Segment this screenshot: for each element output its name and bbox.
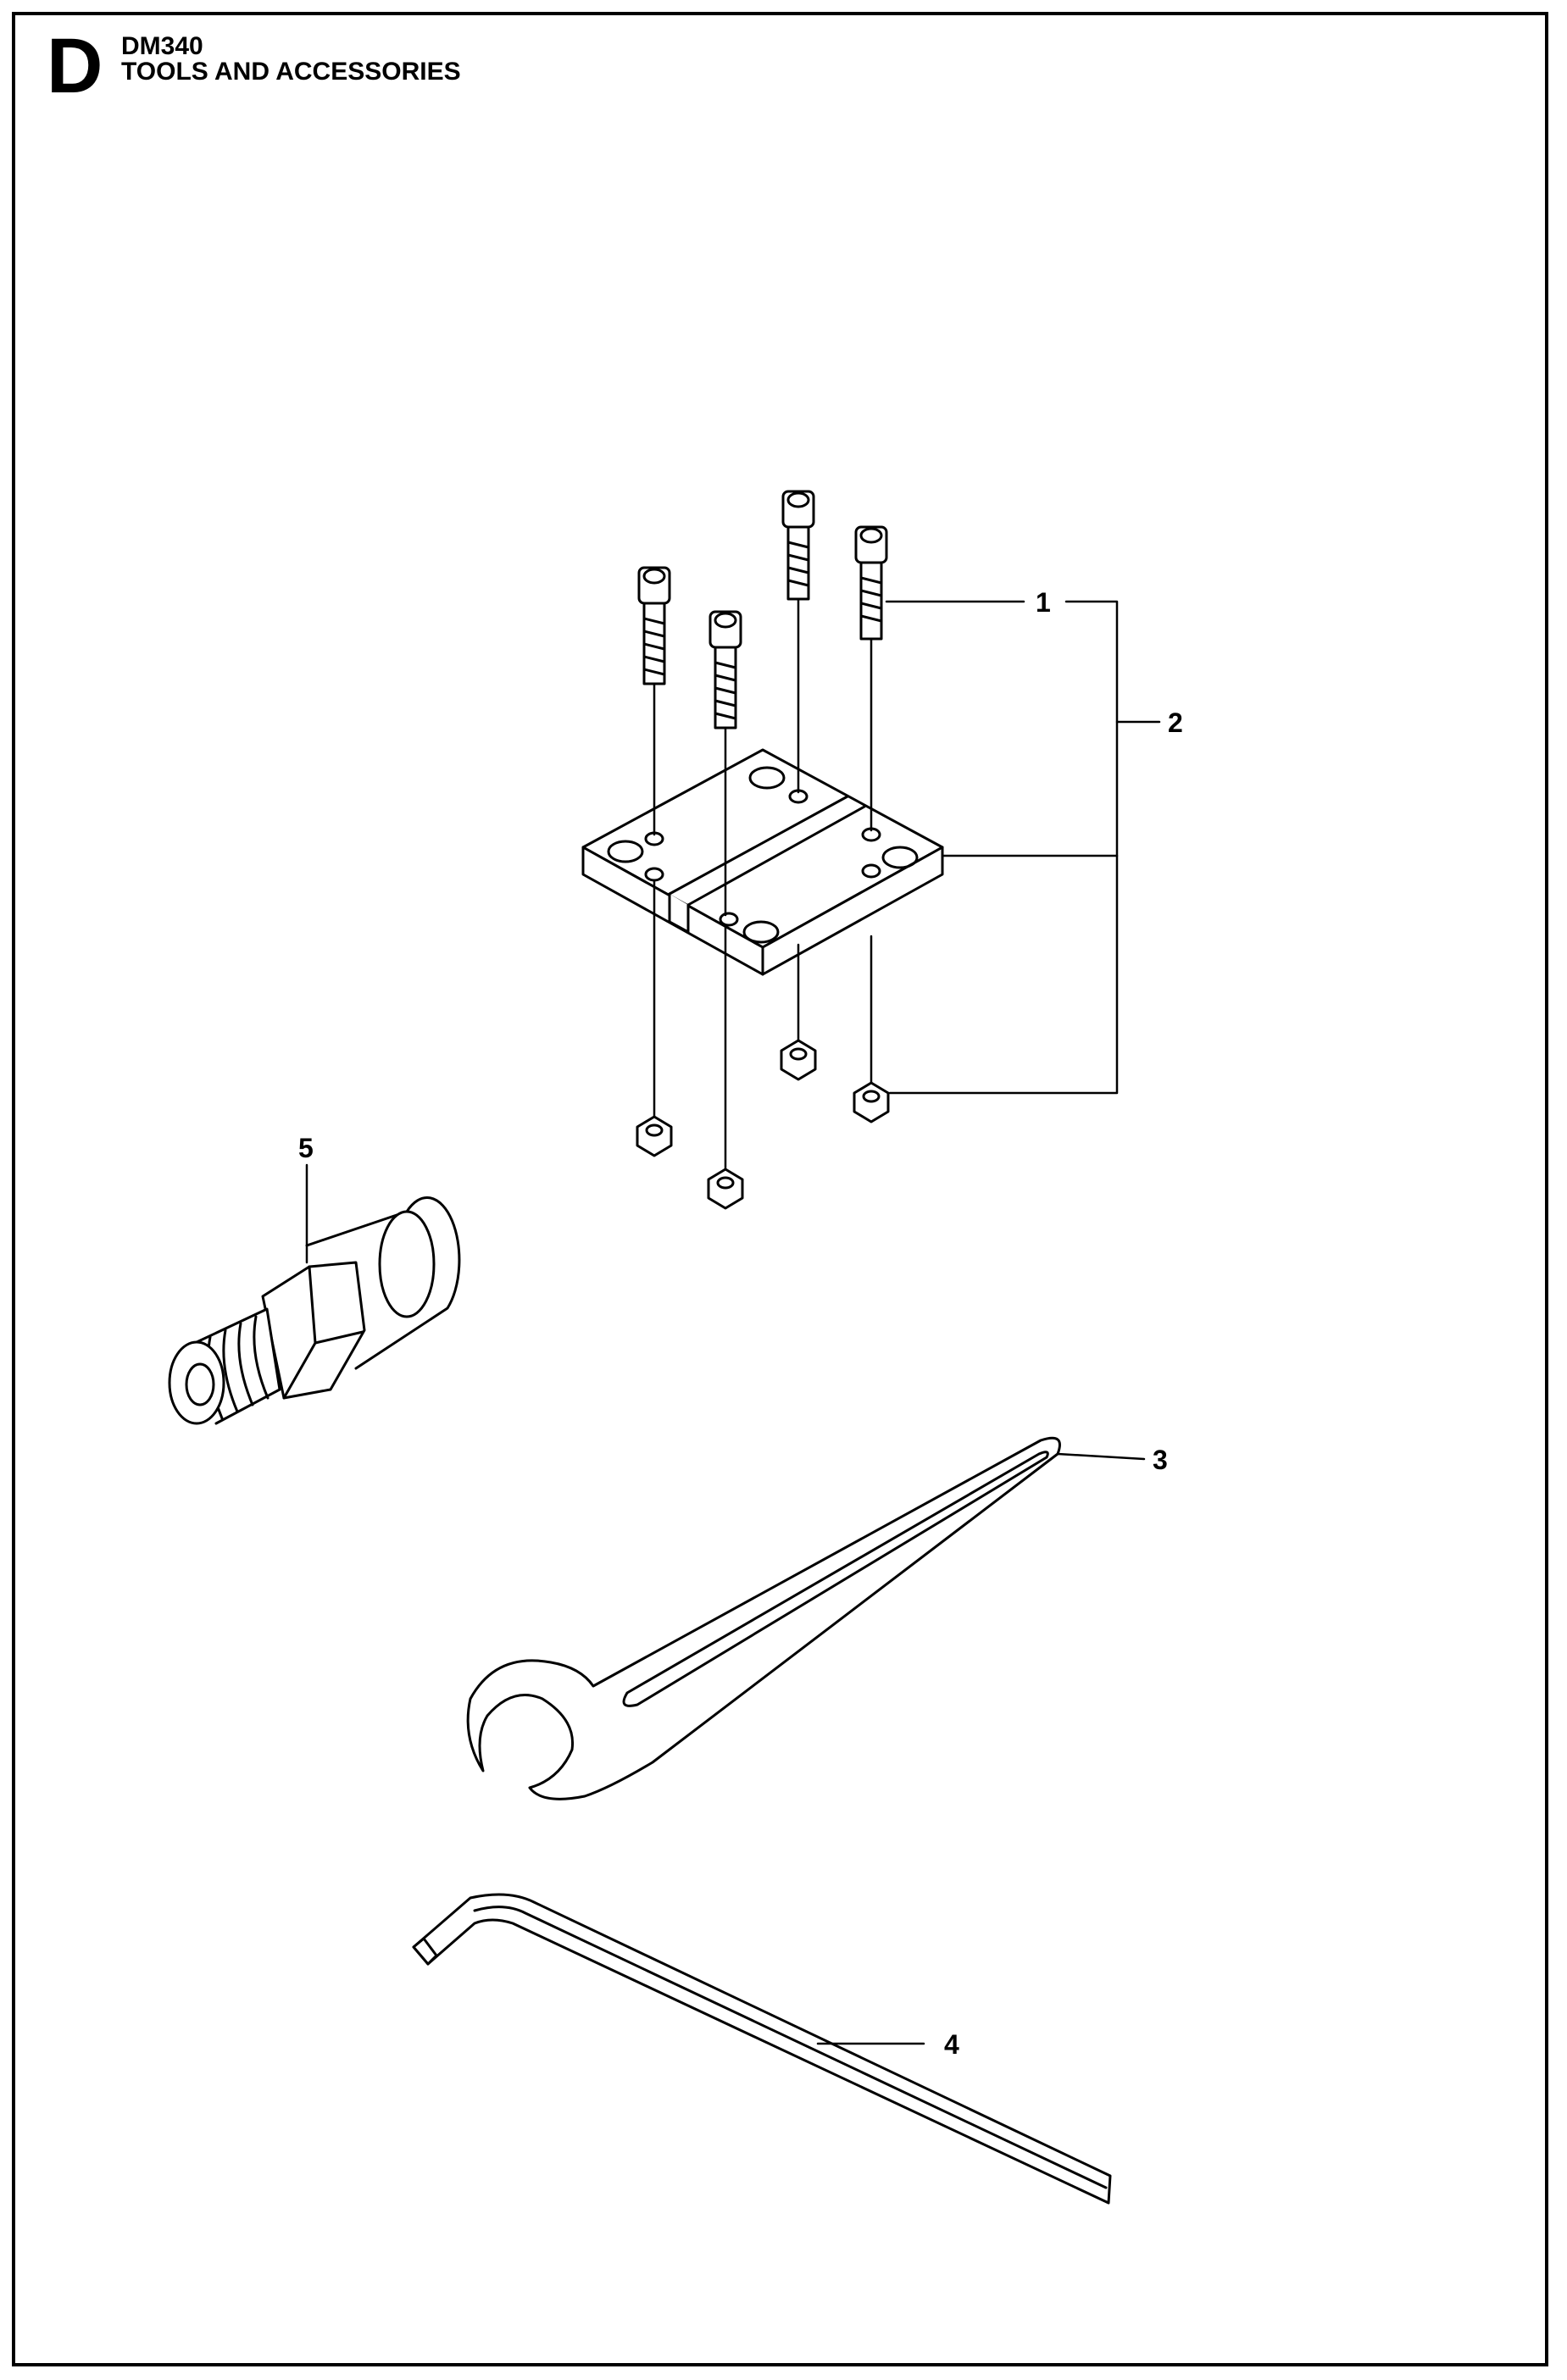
nut [636,1115,673,1157]
nut [707,1168,744,1210]
page-title: TOOLS AND ACCESSORIES [121,58,461,86]
callout-5: 5 [298,1133,314,1163]
callout-2: 2 [1168,707,1183,738]
callout-1: 1 [1036,587,1051,618]
callout-4: 4 [944,2029,959,2060]
alignment-lines [653,597,873,1171]
callout-3: 3 [1153,1445,1168,1475]
screw [854,525,888,641]
leader-lines-1-2 [885,600,1161,1095]
adapter [168,1163,461,1425]
nut [780,1039,817,1081]
nut [853,1081,890,1123]
mounting-plate [581,748,944,976]
screw [708,610,742,730]
page-frame [12,12,1548,2366]
screw [781,490,815,601]
screw [637,566,671,685]
open-end-wrench [466,1436,1146,1800]
section-letter: D [47,23,103,109]
hex-key [412,1893,1112,2205]
model-name: DM340 [121,32,203,60]
